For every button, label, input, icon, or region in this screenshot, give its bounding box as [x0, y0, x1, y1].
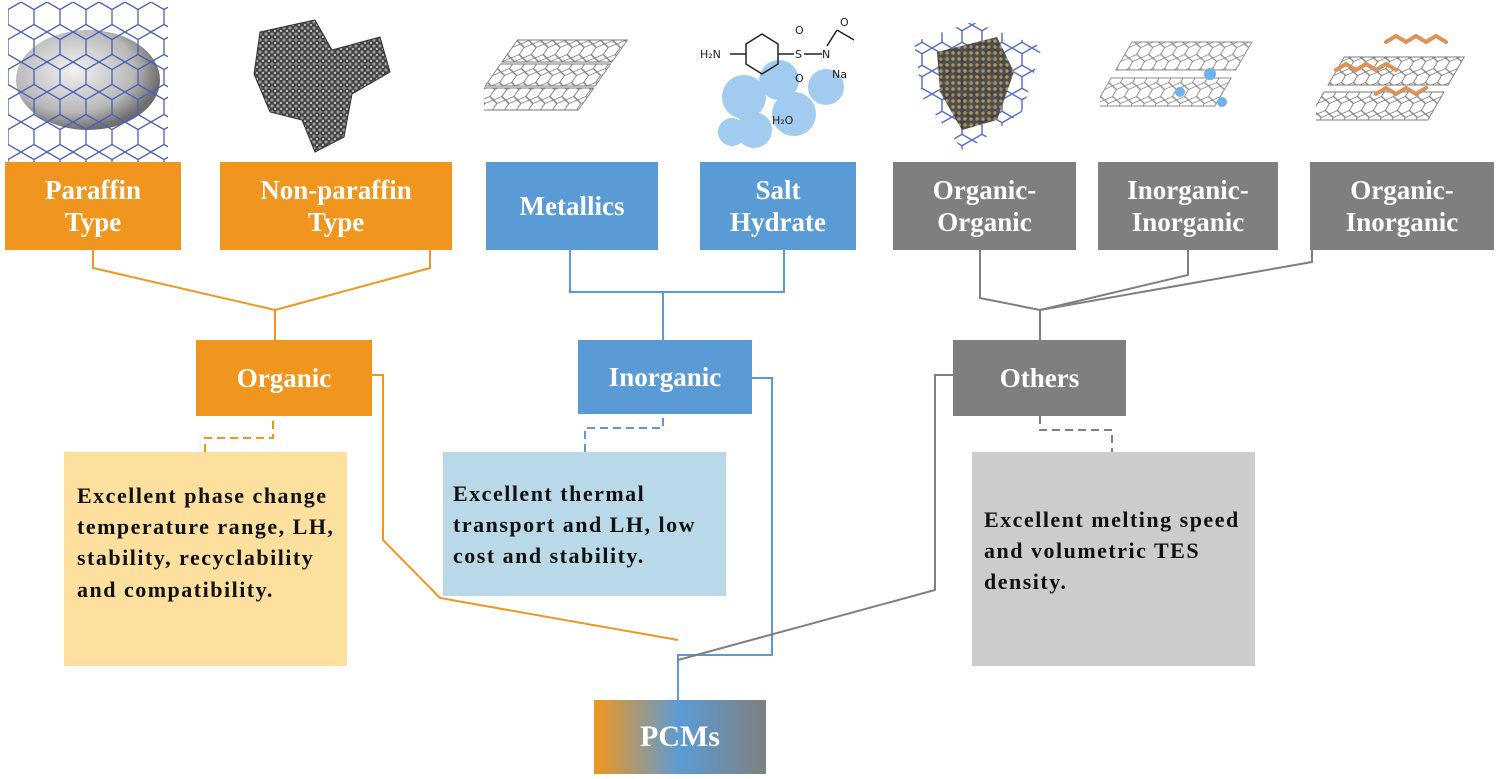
- molecule-oxygen-top: O: [795, 24, 804, 37]
- molecule-sulfur: S: [795, 48, 802, 61]
- others-description: Excellent melting speed and volumetric T…: [972, 452, 1255, 666]
- molecule-amine: H₂N: [700, 48, 721, 61]
- pcms-root-box: PCMs: [594, 700, 766, 774]
- non-paraffin-type-box: Non-paraffin Type: [220, 162, 452, 250]
- organic-inorganic-illustration: [1316, 2, 1496, 162]
- paraffin-illustration: [8, 2, 168, 162]
- metallics-illustration: [484, 2, 644, 162]
- organic-inorganic-box: Organic-Inorganic: [1310, 162, 1494, 250]
- connector-metallics: [569, 250, 785, 293]
- inorganic-inorganic-illustration: [1100, 2, 1275, 162]
- connector-others-pcm: [677, 374, 953, 661]
- molecule-sodium: Na: [832, 68, 847, 81]
- molecule-nitrogen: N: [822, 48, 830, 61]
- paraffin-type-box: Paraffin Type: [5, 162, 181, 250]
- connector-org-inorg: [1039, 250, 1313, 311]
- organic-organic-box: Organic-Organic: [893, 162, 1076, 250]
- connector-inorg-inorg: [1039, 250, 1189, 311]
- organic-organic-illustration: [902, 2, 1062, 162]
- connector-organic-desc: [204, 416, 274, 452]
- molecule-oxygen-right: O: [840, 16, 849, 29]
- connector-organic-pcm: [372, 374, 679, 641]
- organic-box: Organic: [196, 340, 372, 416]
- salt-hydrate-illustration: H₂N S N Na O O O H₂O: [694, 2, 874, 162]
- connector-org-org: [979, 250, 1041, 311]
- non-paraffin-illustration: [240, 2, 400, 162]
- connector-non-paraffin: [274, 250, 431, 311]
- connector-paraffin: [92, 250, 276, 311]
- connector-inorganic-desc: [584, 414, 664, 452]
- connector-others-desc: [1039, 416, 1113, 452]
- molecule-water: H₂O: [772, 114, 794, 127]
- inorganic-description: Excellent thermal transport and LH, low …: [443, 452, 726, 596]
- molecule-oxygen-bottom: O: [795, 72, 804, 85]
- metallics-box: Metallics: [486, 162, 658, 250]
- inorganic-box: Inorganic: [578, 340, 752, 414]
- connector-inorganic-pcm: [677, 377, 773, 700]
- others-box: Others: [953, 340, 1126, 416]
- inorganic-inorganic-box: Inorganic-Inorganic: [1098, 162, 1278, 250]
- organic-description: Excellent phase change temperature range…: [64, 452, 347, 666]
- salt-hydrate-box: Salt Hydrate: [700, 162, 856, 250]
